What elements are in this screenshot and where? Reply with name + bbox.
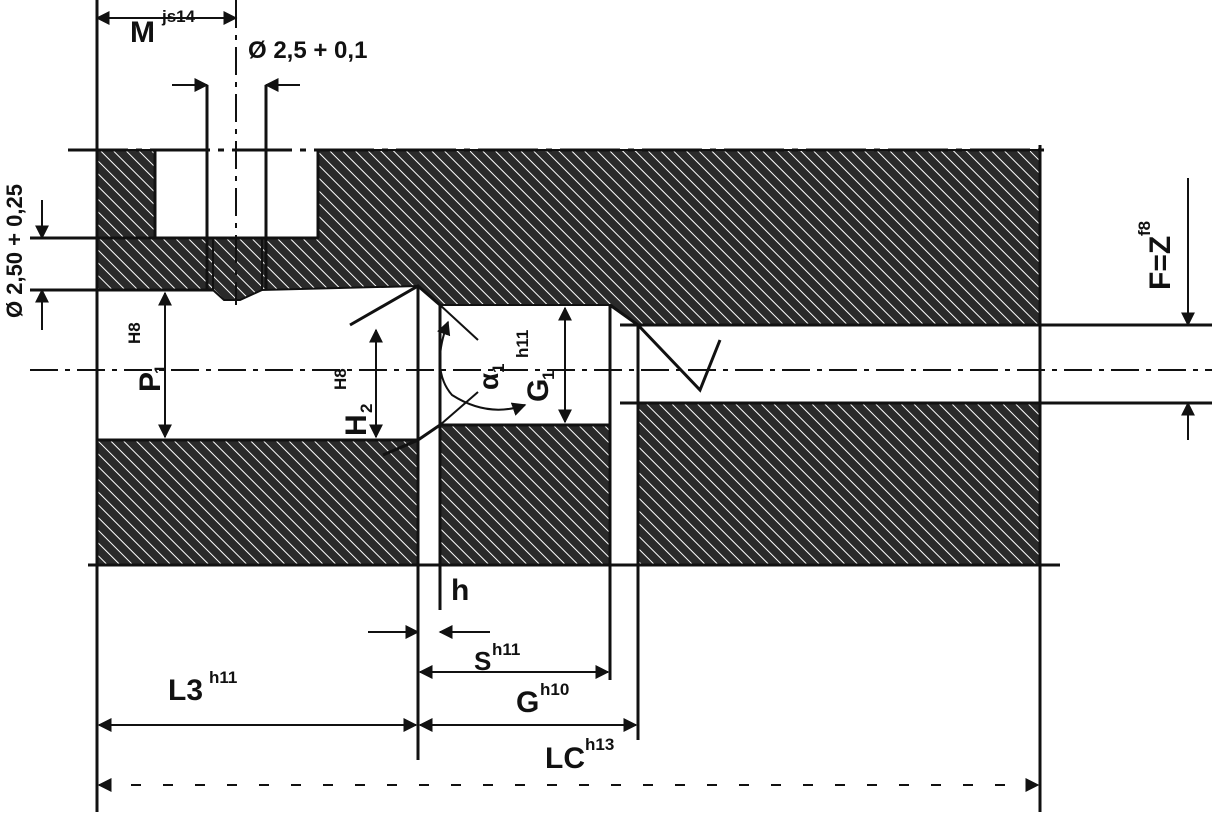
- label-s-sup: h11: [492, 640, 520, 659]
- hatch-upper-left: [96, 149, 156, 239]
- label-m-sup: js14: [161, 7, 196, 26]
- hatch-lower-left: [96, 439, 419, 566]
- label-bore-diameter: Ø 2,5 + 0,1: [248, 37, 367, 64]
- label-g1-sup: h11: [513, 330, 532, 358]
- label-h2: H: [340, 414, 373, 436]
- label-f-sup: f8: [1135, 221, 1154, 236]
- label-g: G: [516, 686, 539, 719]
- label-p1: P: [134, 372, 167, 392]
- hatch-bore-plug: [212, 237, 263, 301]
- label-l3-sup: h11: [209, 668, 237, 687]
- hatch-upper-main: [261, 149, 1041, 326]
- label-h: h: [451, 574, 469, 607]
- hatch-lower-middle: [439, 424, 611, 566]
- label-g1-sub: 1: [539, 371, 558, 380]
- label-s: S: [474, 646, 491, 676]
- label-lc: LC: [545, 742, 585, 775]
- label-lc-sup: h13: [585, 735, 614, 754]
- label-p1-sub: 1: [151, 365, 170, 374]
- hatch-lower-right: [637, 402, 1041, 566]
- outlines: [30, 0, 1212, 812]
- label-g-sup: h10: [540, 680, 569, 699]
- label-g1: G: [522, 379, 555, 402]
- label-m: M: [130, 16, 155, 49]
- label-alpha-sub: 1: [489, 364, 508, 373]
- label-h2-sup: H8: [331, 368, 350, 390]
- label-l3: L3: [168, 674, 203, 707]
- label-alpha: α: [473, 373, 504, 390]
- hatch-upper-left-lower: [96, 237, 214, 291]
- labels: M js14 Ø 2,5 + 0,1 Ø 2,50 + 0,25 P 1 H8 …: [2, 7, 1177, 775]
- label-p1-sup: H8: [125, 322, 144, 344]
- label-h2-sub: 2: [357, 404, 376, 413]
- center-lines: [30, 0, 1212, 371]
- dimension-lines: [35, 11, 1195, 792]
- label-vertical-diameter: Ø 2,50 + 0,25: [2, 184, 27, 318]
- section-hatching: [96, 149, 1041, 566]
- label-f-eq-z: F=Z: [1144, 236, 1177, 290]
